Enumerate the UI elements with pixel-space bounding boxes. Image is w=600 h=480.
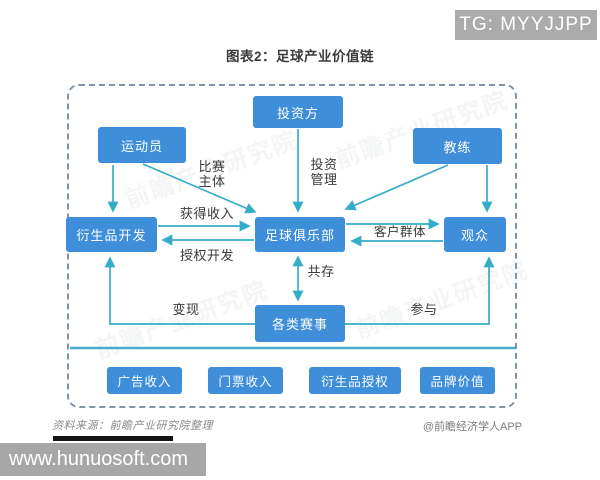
- edge-label-customer-group: 客户群体: [373, 225, 426, 239]
- black-stripe: [53, 436, 173, 441]
- edge-label-match-subject: 比赛主体: [198, 159, 226, 189]
- node-football-club: 足球俱乐部: [255, 217, 345, 252]
- edge-label-gain-income: 获得收入: [179, 206, 234, 221]
- node-events: 各类赛事: [255, 305, 345, 342]
- node-investor: 投资方: [253, 96, 343, 128]
- node-audience: 观众: [444, 217, 506, 252]
- data-source-text: 资料来源：前瞻产业研究院整理: [52, 420, 213, 432]
- edge-label-participate: 参与: [410, 302, 438, 317]
- node-derivative-licensing: 衍生品授权: [309, 367, 401, 394]
- edge-label-investment-management: 投资管理: [310, 157, 338, 187]
- tg-watermark-badge: TG: MYYJJPP: [455, 10, 597, 40]
- node-derivatives-development: 衍生品开发: [66, 217, 157, 252]
- node-coach: 教练: [413, 128, 502, 164]
- edge-label-monetize: 变现: [172, 302, 200, 317]
- figure-title: 图表2：足球产业价值链: [225, 49, 374, 64]
- edge-label-coexist: 共存: [307, 264, 335, 279]
- node-ad-revenue: 广告收入: [107, 367, 182, 394]
- node-athlete: 运动员: [98, 127, 186, 163]
- edge-label-licensed-development: 授权开发: [179, 248, 234, 263]
- website-watermark-bar: www.hunuosoft.com: [0, 443, 206, 476]
- credit-text: @前瞻经济学人APP: [422, 421, 522, 433]
- node-brand-value: 品牌价值: [420, 367, 495, 394]
- node-ticket-revenue: 门票收入: [208, 367, 283, 394]
